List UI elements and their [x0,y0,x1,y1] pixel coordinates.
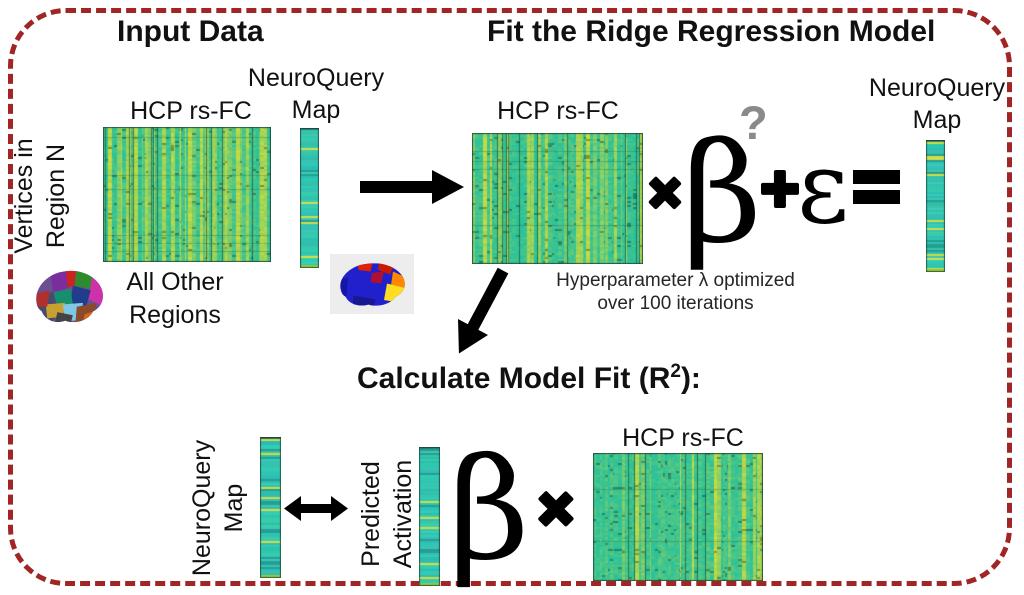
predicted-line: Predicted [357,461,385,567]
parcellated-brain-icon [36,270,103,323]
fit-hcp-matrix-heatmap [472,133,643,264]
input-neuroquery-vector-heatmap [300,128,319,268]
input-neuroquery-line: NeuroQuery [247,64,385,92]
observed-neuroquery-line: NeuroQuery [188,439,216,577]
arrowhead-right [331,496,348,521]
fit-neuroquery-vector-heatmap [926,140,945,272]
all-other-line: All Other [126,268,224,296]
region-n-line: Region N [42,143,70,249]
activation-line: Activation [389,459,417,569]
observed-map-line: Map [220,483,248,533]
beta-symbol: β [682,112,762,274]
input-hcp-matrix-heatmap [103,127,271,262]
modelfit-title-prefix: Calculate Model Fit (R [357,362,671,395]
modelfit-hcp-matrix-heatmap [593,453,763,581]
regions-line: Regions [129,301,221,329]
observed-neuroquery-map-label: NeuroQuery Map [185,423,251,593]
predicted-activation-vector-heatmap [419,447,440,586]
question-mark: ? [739,96,768,149]
modelfit-title: Calculate Model Fit (R2): [357,361,701,396]
right-arrow-icon [360,170,464,204]
multiply-icon [647,175,682,210]
modelfit-title-suffix: ): [680,362,701,395]
arrowhead [432,170,464,204]
dashed-border-frame [8,8,1012,586]
arrowhead-left [284,496,301,521]
all-other-regions-label: All Other Regions [113,266,237,332]
plus-icon [761,170,799,208]
fit-map-line: Map [912,106,962,134]
predicted-activation-label: Predicted Activation [354,429,420,595]
vertices-in-region-n-label: Vertices in Region N [8,111,72,281]
modelfit-beta-symbol: β [448,428,530,592]
arrow-shaft [465,267,509,334]
observed-neuroquery-vector-heatmap [260,437,281,578]
modelfit-multiply-icon [537,490,575,528]
down-left-arrow-icon [458,267,509,354]
fit-neuroquery-line: NeuroQuery [868,74,1006,102]
activation-brain-icon [340,263,405,306]
hyperparameter-note: Hyperparameter λ optimized over 100 iter… [533,269,818,315]
modelfit-hcp-rsfc-label: HCP rs-FC [622,424,744,452]
modelfit-title-sup: 2 [670,361,681,382]
equals-icon [853,170,900,204]
vertices-in-line: Vertices in [10,138,38,254]
note-line2: over 100 iterations [597,293,754,314]
input-hcp-rsfc-label: HCP rs-FC [130,97,252,125]
arrowhead [458,319,489,354]
fit-neuroquery-map-label: NeuroQuery Map [857,72,1017,136]
epsilon-symbol: ε [797,128,849,246]
note-line1: Hyperparameter λ optimized [556,270,795,291]
fit-section-title: Fit the Ridge Regression Model [487,15,936,48]
fit-hcp-rsfc-label: HCP rs-FC [497,97,619,125]
input-map-line: Map [291,96,341,124]
input-data-title: Input Data [117,15,264,48]
double-arrow-icon [284,496,348,521]
arrow-shaft [297,504,335,513]
arrow-shaft [360,181,436,193]
input-neuroquery-map-label: NeuroQuery Map [240,62,392,126]
